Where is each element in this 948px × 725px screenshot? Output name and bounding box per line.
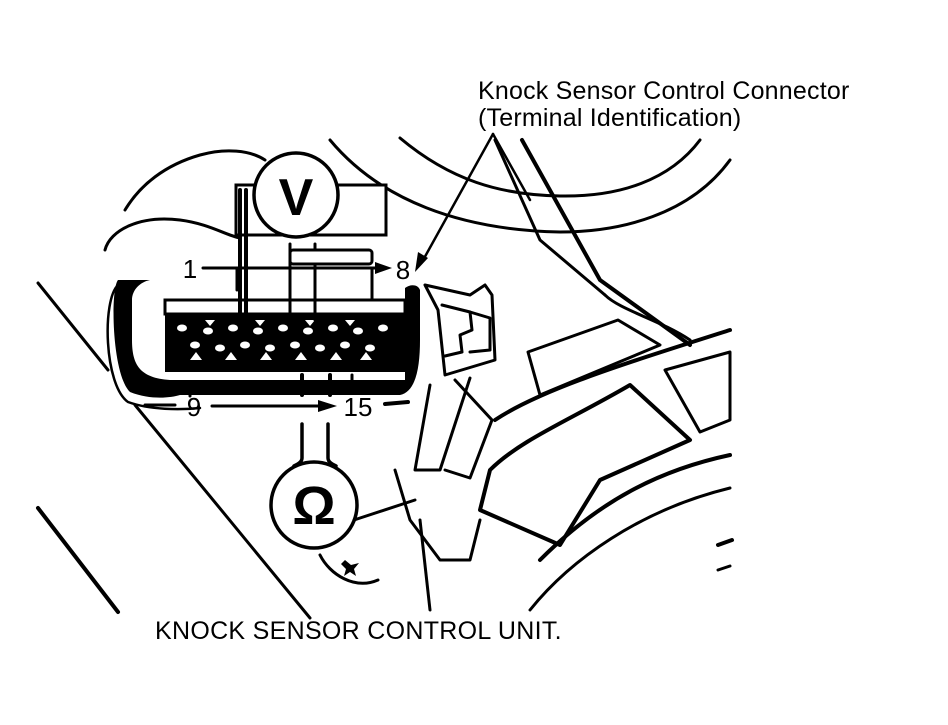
connector-body[interactable]: [106, 280, 421, 411]
housing-arcs: [103, 136, 732, 252]
callout-subtitle: (Terminal Identification): [478, 104, 742, 132]
connector-callout: Knock Sensor Control Connector (Terminal…: [478, 78, 849, 132]
callout-leader: [415, 132, 532, 272]
voltmeter: V: [234, 151, 388, 322]
bracket-lines: [36, 281, 312, 620]
ohmmeter-symbol: Ω: [292, 476, 335, 536]
ohmmeter: Ω: [269, 422, 417, 585]
screw-icon: [341, 560, 359, 576]
terminal-label-15: 15: [344, 392, 373, 422]
mounting-frame: [478, 138, 734, 612]
figure-caption: KNOCK SENSOR CONTROL UNIT.: [155, 617, 562, 645]
callout-title: Knock Sensor Control Connector: [478, 77, 850, 105]
bottom-terminal-arrow: [143, 373, 410, 412]
voltmeter-symbol: V: [279, 169, 314, 227]
terminal-pins: [177, 320, 388, 360]
terminal-label-1: 1: [183, 254, 197, 284]
top-terminal-arrow: [201, 262, 392, 302]
terminal-label-9: 9: [187, 392, 201, 422]
terminal-label-8: 8: [396, 255, 410, 285]
